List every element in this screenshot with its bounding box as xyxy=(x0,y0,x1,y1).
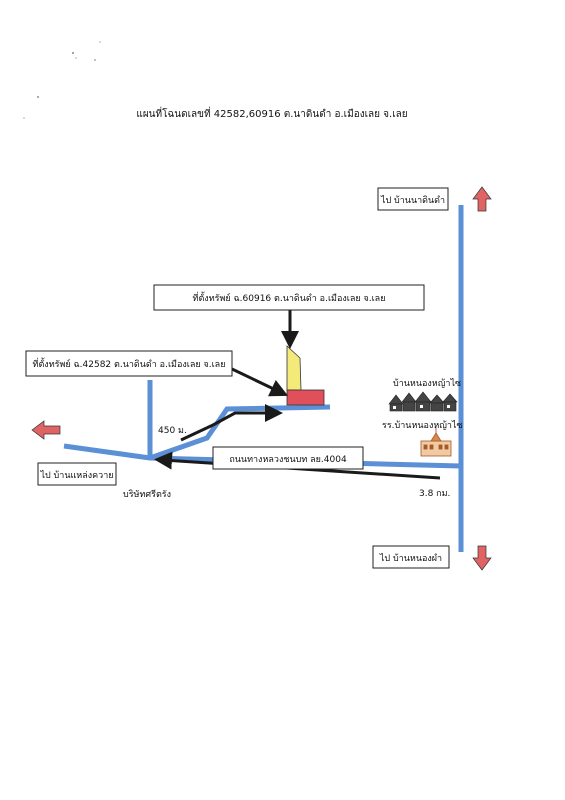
label-distance-450: 450 ม. xyxy=(158,426,187,436)
label-box-to-nong-pha xyxy=(372,545,450,569)
label-box-to-na-din-dam xyxy=(377,187,449,211)
arrow-left-icon xyxy=(31,420,61,440)
parcel-42582-shape xyxy=(286,389,325,406)
parcel-60916-shape xyxy=(286,345,302,391)
label-to-laeng-khwai: ไป บ้านแหล่งควาย xyxy=(39,470,113,481)
label-box-parcel-42582 xyxy=(25,350,233,377)
label-school: รร.บ้านหนองหญ้าไซ xyxy=(382,420,463,431)
label-parcel-42582: ที่ตั้งทรัพย์ ฉ.42582 ต.นาดินดำ อ.เมืองเ… xyxy=(33,357,226,370)
label-distance-3-8: 3.8 กม. xyxy=(419,489,450,499)
label-village: บ้านหนองหญ้าไซ xyxy=(393,378,461,389)
map-title: แผนที่โฉนดเลขที่ 42582,60916 ต.นาดินดำ อ… xyxy=(136,106,407,120)
route-arrow xyxy=(180,404,283,442)
pointer-to-parcel-42582 xyxy=(231,367,289,397)
label-box-parcel-60916 xyxy=(153,284,425,311)
arrow-down-icon xyxy=(472,545,492,571)
scan-specks xyxy=(23,41,101,119)
label-box-highway xyxy=(212,446,364,470)
houses-icon xyxy=(388,391,458,412)
arrow-up-icon xyxy=(472,186,492,212)
label-to-na-din-dam: ไป บ้านนาดินดำ xyxy=(380,195,445,206)
school-building-icon xyxy=(420,427,452,457)
label-highway: ถนนทางหลวงชนบท ลย.4004 xyxy=(229,455,347,465)
label-to-nong-pha: ไป บ้านหนองผำ xyxy=(379,553,442,564)
label-company: บริษัทศรีตรัง xyxy=(123,489,171,500)
label-box-to-laeng-khwai xyxy=(37,462,117,486)
label-parcel-60916: ที่ตั้งทรัพย์ ฉ.60916 ต.นาดินดำ อ.เมืองเ… xyxy=(193,291,386,304)
